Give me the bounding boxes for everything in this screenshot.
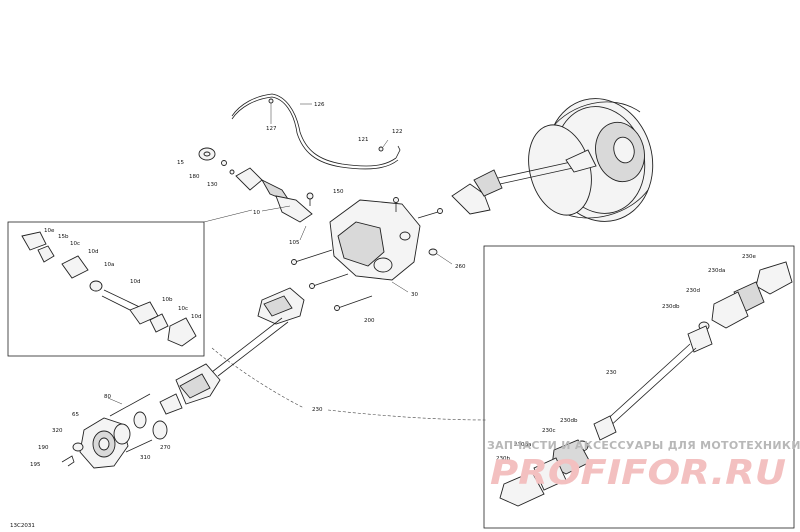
connector-230-inset xyxy=(327,409,487,421)
label-270: 270 xyxy=(160,445,171,451)
label-10b: 10b xyxy=(162,297,173,303)
inset-box-propeller-shaft xyxy=(7,221,205,357)
label-10a: 10a xyxy=(104,262,114,268)
label-121: 121 xyxy=(358,137,369,143)
label-230db-top: 230db xyxy=(662,304,680,310)
label-10c-a: 10c xyxy=(70,241,80,247)
label-127: 127 xyxy=(266,126,277,132)
label-180: 180 xyxy=(189,174,200,180)
figure-id: 13C2031 xyxy=(10,523,35,529)
hub-knuckle-assembly xyxy=(61,393,168,469)
label-230-inner: 230 xyxy=(606,370,617,376)
label-10e: 10e xyxy=(44,228,55,234)
upper-drive-shaft xyxy=(451,149,597,215)
label-15: 15 xyxy=(177,160,184,166)
propeller-shaft-assembly xyxy=(198,147,314,241)
label-310: 310 xyxy=(140,455,151,461)
label-230da-bot: 230da xyxy=(514,442,531,448)
label-10: 10 xyxy=(253,210,260,216)
inset-box-drive-shaft xyxy=(483,245,795,529)
label-65: 65 xyxy=(72,412,79,418)
label-195: 195 xyxy=(30,462,41,468)
differential-housing xyxy=(291,197,453,311)
inset-parts xyxy=(21,231,197,347)
label-230da-top: 230da xyxy=(708,268,725,274)
label-230: 230 xyxy=(312,407,323,413)
label-200: 200 xyxy=(364,318,375,324)
label-10c-b: 10c xyxy=(178,306,188,312)
lower-drive-shaft xyxy=(159,287,305,415)
label-10d-c: 10d xyxy=(191,314,202,320)
label-10d-b: 10d xyxy=(130,279,141,285)
label-130: 130 xyxy=(207,182,218,188)
label-190: 190 xyxy=(38,445,49,451)
label-230d: 230d xyxy=(686,288,700,294)
part-labels: 126 127 121 122 15 180 130 150 10 105 26… xyxy=(10,102,756,529)
label-230b: 230b xyxy=(496,456,510,462)
label-230c: 230c xyxy=(542,428,556,434)
label-150: 150 xyxy=(333,189,344,195)
drive-shaft-breakdown xyxy=(499,261,793,507)
label-30: 30 xyxy=(411,292,418,298)
label-260: 260 xyxy=(455,264,466,270)
connector-230 xyxy=(211,347,305,409)
watermark: ЗАПЧАСТИ И АКСЕССУАРЫ ДЛЯ МОТОТЕХНИКИ PR… xyxy=(487,439,800,493)
label-105: 105 xyxy=(289,240,300,246)
label-10d-a: 10d xyxy=(88,249,99,255)
label-15b: 15b xyxy=(58,234,69,240)
watermark-logo: PROFIFOR.RU xyxy=(490,453,786,493)
vent-hose xyxy=(231,93,401,170)
label-230db-bot: 230db xyxy=(560,418,578,424)
label-80: 80 xyxy=(104,394,111,400)
watermark-tagline: ЗАПЧАСТИ И АКСЕССУАРЫ ДЛЯ МОТОТЕХНИКИ xyxy=(487,439,800,452)
label-126: 126 xyxy=(314,102,325,108)
label-122: 122 xyxy=(392,129,403,135)
label-230e: 230e xyxy=(742,254,756,260)
label-320: 320 xyxy=(52,428,63,434)
